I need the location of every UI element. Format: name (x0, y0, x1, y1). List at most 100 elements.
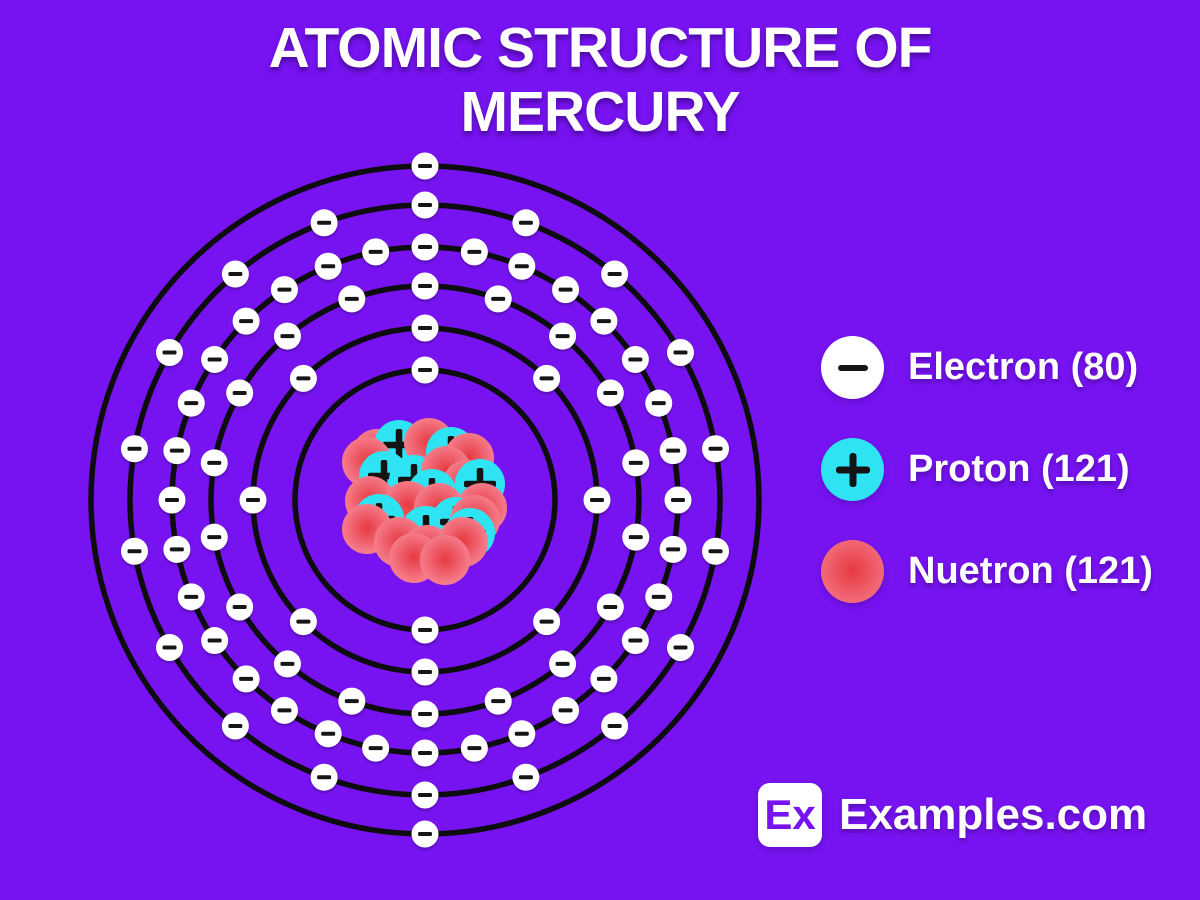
minus-icon (127, 446, 142, 451)
minus-icon (277, 287, 292, 292)
minus-icon (296, 619, 311, 624)
electron (549, 650, 577, 678)
minus-icon (184, 401, 199, 406)
minus-icon (228, 723, 243, 728)
electron (659, 437, 687, 465)
minus-icon (321, 264, 336, 269)
minus-icon (607, 723, 622, 728)
minus-icon (628, 357, 643, 362)
minus-icon (418, 164, 432, 168)
minus-icon (651, 594, 666, 599)
electron (411, 781, 439, 809)
minus-icon (207, 535, 222, 540)
minus-icon (628, 638, 643, 643)
electron (533, 364, 561, 392)
minus-icon (837, 364, 868, 371)
shell-5-electrons (120, 191, 730, 809)
minus-icon (368, 746, 383, 751)
minus-icon (671, 498, 685, 502)
electron (596, 593, 624, 621)
minus-icon (607, 272, 622, 277)
minus-icon (603, 391, 618, 395)
minus-icon (418, 326, 432, 330)
electron (552, 276, 580, 304)
electron (226, 593, 254, 621)
electron (622, 449, 650, 477)
minus-icon (232, 391, 247, 395)
minus-icon (239, 319, 254, 324)
electron (239, 486, 267, 514)
title-line-1: ATOMIC STRUCTURE OF (268, 16, 933, 80)
electron (411, 356, 439, 384)
electron (666, 339, 694, 366)
logo-badge-text: Ex (764, 791, 816, 838)
electron (221, 260, 249, 288)
minus-icon (628, 535, 643, 540)
minus-icon (317, 775, 332, 780)
electron (533, 608, 561, 636)
electron (645, 583, 673, 611)
electron (512, 209, 540, 237)
electron (310, 209, 338, 237)
minus-icon (344, 296, 359, 301)
electron (508, 720, 536, 748)
minus-icon (708, 446, 723, 451)
electron (338, 285, 366, 313)
plus-icon-vertical (849, 452, 856, 487)
electron (484, 285, 512, 313)
minus-icon (207, 357, 222, 362)
minus-icon (232, 605, 247, 609)
electron (221, 712, 249, 740)
minus-icon (666, 448, 681, 453)
electron (177, 389, 205, 417)
minus-icon (344, 699, 359, 704)
minus-icon (368, 249, 383, 254)
electron (549, 322, 577, 350)
electron (645, 389, 673, 417)
shell-2-electrons (239, 314, 611, 686)
title-line-2: MERCURY (460, 80, 740, 144)
electron (289, 364, 317, 392)
electron (411, 616, 439, 644)
minus-icon (162, 350, 177, 355)
minus-icon (666, 547, 681, 552)
electron (156, 634, 184, 661)
minus-icon (207, 638, 222, 643)
minus-icon (491, 699, 506, 704)
electron (484, 687, 512, 715)
electron (411, 658, 439, 686)
minus-icon (184, 594, 199, 599)
electron (411, 233, 439, 261)
electron (666, 634, 694, 661)
minus-icon (418, 203, 432, 207)
minus-icon (708, 549, 723, 554)
electron (512, 763, 540, 791)
electron (590, 665, 618, 693)
electron (120, 537, 148, 565)
electron (314, 720, 342, 748)
minus-icon (539, 619, 554, 624)
minus-icon (277, 708, 292, 713)
electron (411, 739, 439, 767)
electron (200, 449, 228, 477)
electron (702, 537, 730, 565)
logo-site-name: Examples.com (839, 790, 1148, 839)
minus-icon (418, 245, 432, 249)
minus-icon (296, 376, 311, 381)
minus-icon (603, 605, 618, 609)
nucleus (342, 418, 507, 585)
minus-icon (165, 498, 179, 502)
electron (310, 763, 338, 791)
electron (590, 307, 618, 335)
minus-icon (467, 746, 482, 751)
logo-badge: Ex (758, 783, 822, 847)
minus-icon (518, 220, 533, 225)
minus-icon (127, 549, 142, 554)
shell-4-electrons (158, 233, 692, 767)
legend-label-neutron: Nuetron (121) (908, 550, 1153, 592)
minus-icon (651, 401, 666, 406)
minus-icon (590, 498, 604, 502)
electron (601, 712, 629, 740)
electron (583, 486, 611, 514)
